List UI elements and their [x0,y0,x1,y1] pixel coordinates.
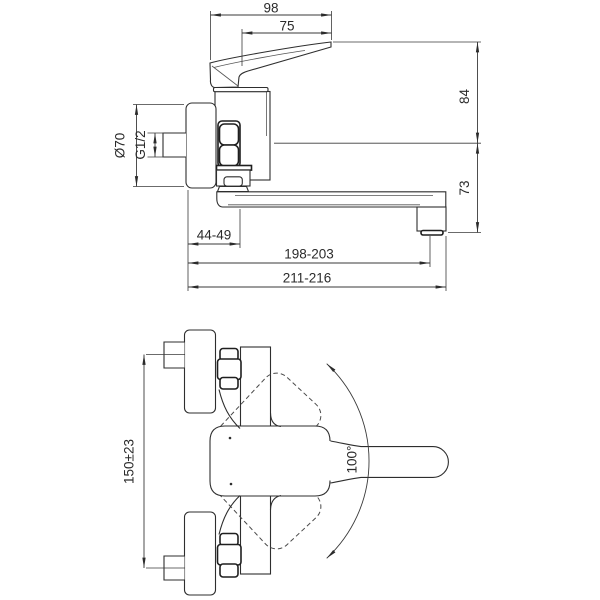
aerator-block [416,206,447,232]
dim-outlet-drop: 73 [457,180,472,195]
lever-highlight-line [213,50,306,68]
wall-escutcheon-plan-bottom [183,511,217,596]
neck-fillet-bottom-right [269,494,282,511]
supply-nipple-side [162,132,186,158]
dim-inlet-thread: G1/2 [133,130,148,159]
dim-inlet-center-distance: 150±23 [122,439,137,484]
plan-view-dimensions: 150±23 100° [122,354,360,569]
pivot-stop-cap [223,176,243,187]
swing-arc [326,363,370,559]
neck-curve-top-left [218,389,241,429]
cartridge-ring [212,86,269,93]
dim-wall-to-spout-end: 211-216 [283,271,332,286]
pivot-flange-band [215,164,253,171]
dim-wall-to-body-front: 44-49 [197,228,232,243]
lever-handle-side [209,41,332,89]
faucet-body-plan [209,425,331,497]
wall-escutcheon-side [185,102,217,189]
dim-height-above-inlet-axis: 84 [457,89,472,105]
body-screw-dot-top [228,436,232,440]
supply-nipple-plan-top [163,341,185,369]
neck-fillet-top-right [269,412,282,428]
plan-view: 150±23 100° [122,329,449,596]
body-screw-dot-bottom [229,482,233,486]
dim-wall-to-outlet-center: 198-203 [284,247,334,262]
wall-escutcheon-plan-top [183,329,217,414]
dim-handle-swing-angle: 100° [345,446,360,474]
spout-flange [216,185,250,193]
connection-nut-plan-bottom [216,532,242,578]
nut-facet-bottom [218,144,240,167]
nut-facet-top [218,123,240,146]
dashed-swing-outline-up [216,372,322,480]
neck-curve-bottom-left [218,495,241,535]
side-view-dimensions: 98 75 84 73 Ø70 G1/2 [113,1,481,291]
dim-escutcheon-diameter: Ø70 [113,133,128,159]
lever-handle-plan [330,440,449,484]
side-elevation-view: 98 75 84 73 Ø70 G1/2 [113,1,481,291]
dim-lever-depth-total: 98 [263,1,278,16]
dim-lever-depth-front: 75 [279,19,294,34]
aerator-lip [420,229,444,236]
connection-nut-plan-top [216,347,242,390]
lever-base-edge [211,65,239,87]
